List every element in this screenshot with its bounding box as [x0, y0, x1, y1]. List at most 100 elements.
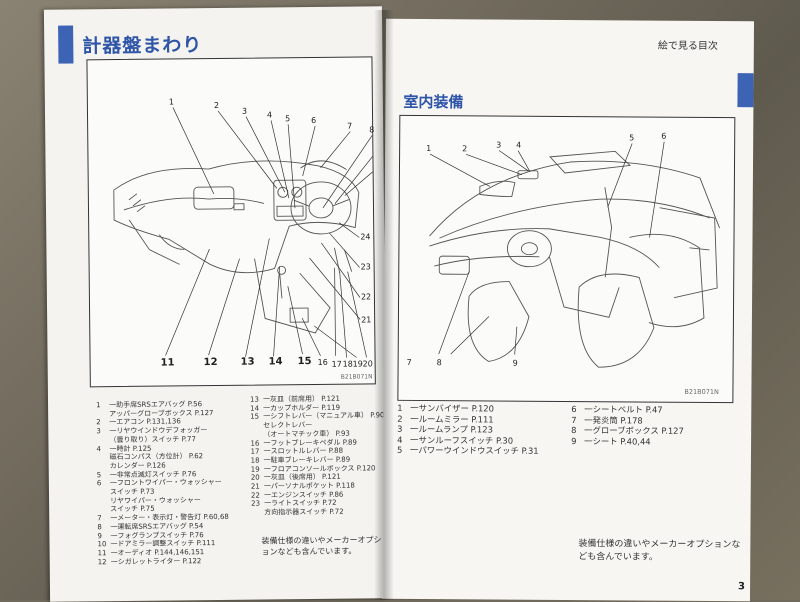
- dash-callout-24: 24: [360, 232, 371, 242]
- dash-callout-1: 1: [168, 97, 175, 107]
- interior-callout-2: 2: [462, 144, 468, 154]
- list-item-number: 14: [250, 404, 260, 413]
- list-item-number: 19: [250, 465, 260, 474]
- dash-callout-13: 13: [240, 356, 255, 368]
- dash-callout-11: 11: [160, 357, 175, 369]
- list-item-number: 5: [396, 444, 403, 455]
- list-item-number: 1: [397, 402, 403, 413]
- dash-callout-12: 12: [203, 356, 218, 369]
- list-item: 5 一パワーウインドウスイッチ P.31: [397, 445, 567, 457]
- dash-callout-4: 4: [266, 110, 273, 120]
- right-page-header: 絵で見る目次: [657, 40, 718, 53]
- interior-callout-7: 7: [406, 357, 412, 367]
- list-item-number: [97, 497, 110, 506]
- list-item-number: 18: [250, 456, 260, 465]
- dash-callout-2: 2: [213, 100, 220, 111]
- list-item-number: [96, 436, 109, 445]
- dash-callout-14: 14: [268, 356, 283, 368]
- left-page-title: 計器盤まわり: [82, 34, 203, 58]
- list-item-number: [250, 422, 263, 431]
- dash-illustration-code: B21B071N: [340, 373, 373, 381]
- list-item-number: 17: [250, 447, 260, 456]
- list-item-number: 1: [96, 401, 101, 410]
- right-page: 絵で見る目次 室内装備: [381, 18, 755, 602]
- dash-callout-18: 18: [342, 359, 353, 369]
- list-item: 方向指示器スイッチ P.72: [251, 507, 381, 517]
- right-page-title: 室内装備: [403, 92, 464, 112]
- interior-callout-6: 6: [661, 131, 667, 141]
- interior-callout-4: 4: [516, 140, 522, 150]
- dash-callout-21: 21: [361, 315, 372, 325]
- list-item-number: [97, 462, 110, 471]
- page-number: 3: [738, 581, 746, 593]
- dash-callout-5: 5: [285, 114, 291, 124]
- list-item-number: [97, 488, 110, 497]
- right-note: 装備仕様の違いやメーカーオプションなども含んでいます。: [578, 539, 741, 563]
- list-item-text: 一シガレットライター P.122: [110, 556, 202, 566]
- dash-callout-6: 6: [311, 115, 317, 125]
- list-item-number: 10: [97, 540, 107, 549]
- list-item-number: 22: [250, 491, 260, 500]
- list-item-number: 13: [249, 395, 259, 404]
- list-item-number: 3: [96, 427, 101, 436]
- list-item-number: 6: [96, 479, 102, 488]
- left-note: 装備仕様の違いやメーカーオプションなども含んでいます。: [261, 535, 382, 557]
- list-item-number: 2: [96, 418, 101, 427]
- interior-illustration-frame: 1 2 3 4 5 6 7 8 9 B21B071N: [397, 114, 736, 404]
- dash-callout-17: 17: [331, 359, 342, 369]
- dash-callout-20: 20: [362, 359, 373, 369]
- list-item-number: [251, 509, 264, 518]
- list-item-number: 6: [571, 404, 577, 415]
- list-item-number: 9: [571, 435, 577, 446]
- list-item-number: [97, 453, 110, 462]
- list-item-number: [250, 430, 263, 439]
- book-gutter: [374, 10, 394, 600]
- interior-callout-9: 9: [512, 358, 518, 368]
- list-item-number: 16: [250, 439, 260, 448]
- section-tab-left: [58, 25, 74, 64]
- dash-callout-15: 15: [297, 356, 312, 368]
- list-item-number: 2: [397, 413, 403, 424]
- interior-callout-8: 8: [436, 358, 442, 368]
- dash-callout-23: 23: [360, 262, 371, 272]
- list-item-number: 3: [397, 423, 403, 434]
- interior-callout-5: 5: [629, 133, 635, 143]
- interior-callout-3: 3: [496, 140, 502, 150]
- left-page: 計器盤まわり: [43, 6, 389, 602]
- list-item: 9 一シート P.40,44: [571, 436, 741, 448]
- list-item-number: 9: [97, 531, 102, 540]
- list-item-number: 4: [96, 444, 102, 453]
- section-tab-right: [737, 73, 754, 108]
- list-item-number: 11: [97, 549, 107, 558]
- list-item-number: 8: [571, 425, 577, 436]
- list-item-text: 一パワーウインドウスイッチ P.31: [409, 444, 539, 456]
- list-item-number: 8: [97, 523, 102, 532]
- list-item-number: 23: [251, 499, 261, 509]
- list-item-text: 一シート P.40,44: [584, 435, 651, 447]
- interior-illustration: [429, 141, 720, 368]
- dashboard-illustration: [113, 107, 375, 358]
- list-item-number: 7: [97, 514, 102, 523]
- list-item-number: 20: [250, 473, 260, 482]
- interior-illustration-code: B21B071N: [684, 387, 719, 397]
- list-item-number: [96, 410, 109, 419]
- dash-callout-3: 3: [241, 106, 248, 116]
- list-item-number: 5: [96, 470, 102, 479]
- list-item-text: 方向指示器スイッチ P.72: [264, 507, 344, 517]
- dash-callout-19: 19: [352, 359, 363, 369]
- dashboard-illustration-frame: 1 2 3 4 5 6 7 8 9 10 24 23 22 21 11 12 1…: [86, 56, 388, 388]
- interior-callout-1: 1: [426, 144, 432, 154]
- dash-callout-16: 16: [317, 357, 328, 367]
- list-item-number: [97, 506, 110, 515]
- dash-callout-7: 7: [347, 121, 353, 131]
- list-item-number: 21: [250, 482, 260, 491]
- list-item-number: 4: [397, 434, 403, 445]
- list-item-number: 15: [250, 412, 260, 422]
- list-item-number: 12: [97, 557, 107, 566]
- list-item-number: 7: [571, 414, 577, 425]
